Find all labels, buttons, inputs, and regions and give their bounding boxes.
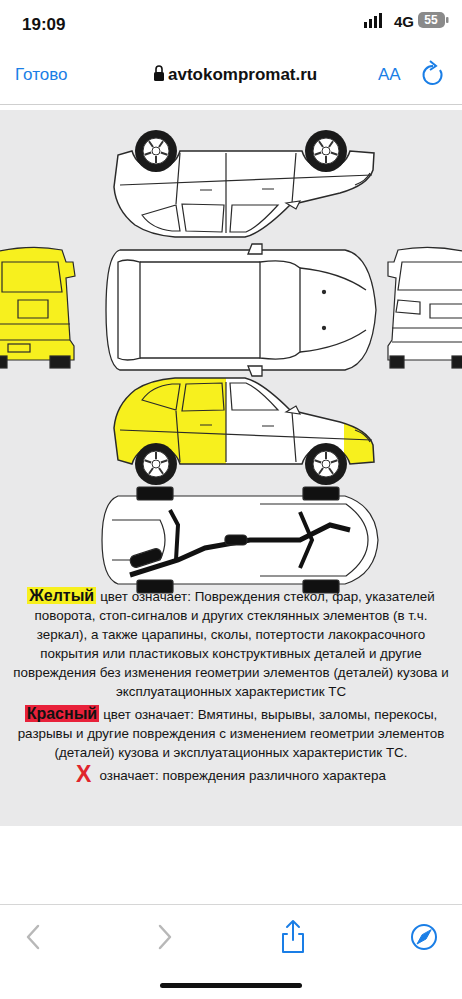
roof-view-car-part <box>248 244 262 376</box>
roof-view-car-part <box>323 327 326 330</box>
browser-toolbar-part <box>287 921 299 940</box>
underside-car-part <box>130 525 350 575</box>
legend-swatch: Красный <box>25 705 100 722</box>
underside-car-part <box>303 487 339 500</box>
roof-view-car-part <box>323 291 326 294</box>
top-side-car <box>114 130 374 237</box>
rear-view-car-part <box>2 262 62 292</box>
browser-toolbar-part <box>0 904 462 905</box>
roof-view-car-part <box>300 268 366 352</box>
rear-view-car-part <box>50 356 70 368</box>
legend-row: Красныйцвет означает: Вмятины, вырывы, з… <box>8 704 454 762</box>
page-ground <box>0 110 462 826</box>
rear-view-car-part <box>8 344 30 352</box>
status-bar-part <box>369 19 372 28</box>
status-bar-part <box>418 12 445 28</box>
underside-car-part <box>129 547 163 568</box>
browser-bar-part <box>430 61 436 70</box>
legend-text: Желтыйцвет означает: Повреждения стекол,… <box>8 586 454 788</box>
bottom-side-car <box>100 370 384 485</box>
status-bar-part <box>364 22 367 28</box>
underside-car-part <box>102 496 378 584</box>
status-bar-part <box>374 16 377 28</box>
network-type: 4G <box>394 13 414 30</box>
rear-view-car <box>0 247 75 368</box>
front-view-car-part <box>388 247 462 360</box>
browser-toolbar-part <box>412 925 436 949</box>
bottom-side-car-part <box>305 443 347 485</box>
legend-color-word: Желтый <box>29 587 94 604</box>
status-bar <box>0 0 462 50</box>
legend-color-word: Красный <box>27 705 98 722</box>
browser-toolbar <box>0 826 462 999</box>
browser-bar-part <box>0 104 462 105</box>
text-size-button: AA <box>378 65 401 85</box>
browser-bar-part <box>154 72 164 81</box>
rear-view-car-part <box>0 356 7 368</box>
browser-toolbar-part <box>160 926 170 948</box>
rear-view-car-part <box>18 300 48 318</box>
underside-car-part <box>137 487 173 500</box>
status-time: 19:09 <box>22 15 65 35</box>
browser-bar-part <box>0 50 462 105</box>
front-view-car-part <box>392 328 462 342</box>
site-address: avtokompromat.ru <box>168 65 317 85</box>
browser-toolbar-part <box>417 930 431 944</box>
status-bar-part <box>379 13 382 28</box>
damage-mark: X <box>76 761 95 787</box>
front-view-car-part <box>390 356 404 368</box>
legend-row: Желтыйцвет означает: Повреждения стекол,… <box>8 586 454 701</box>
status-bar-part <box>446 17 449 23</box>
battery-level: 55 <box>424 13 437 27</box>
rear-view-car-part <box>0 247 75 360</box>
roof-view-car-part <box>106 250 376 370</box>
legend-description: цвет означает: Повреждения стекол, фар, … <box>13 589 449 699</box>
top-side-car-part <box>114 130 374 237</box>
browser-toolbar-part <box>28 926 38 948</box>
underside-car-part <box>170 510 312 568</box>
bottom-side-car-part <box>135 443 177 485</box>
browser-toolbar-part <box>160 983 302 988</box>
browser-bar-part <box>156 66 162 72</box>
front-view-car-part <box>396 300 462 318</box>
legend-swatch: Желтый <box>27 587 96 604</box>
roof-view-car-part <box>140 262 260 358</box>
roof-view-car-part <box>260 261 300 359</box>
legend-row: Xозначает: повреждения различного характ… <box>8 765 454 785</box>
legend-description: означает: повреждения различного характе… <box>99 768 385 783</box>
browser-toolbar-part <box>0 826 462 999</box>
front-view-car-part <box>452 356 462 368</box>
done-button: Готово <box>15 65 68 85</box>
underside-car-part <box>225 535 247 545</box>
front-view-car-part <box>398 262 462 290</box>
browser-bar <box>0 50 462 105</box>
underside-car <box>102 487 378 593</box>
front-view-car <box>388 247 462 368</box>
roof-view-car <box>106 244 376 376</box>
roof-view-car-part <box>118 260 140 360</box>
rear-view-car-part <box>0 324 70 340</box>
status-bar-part <box>0 0 462 50</box>
